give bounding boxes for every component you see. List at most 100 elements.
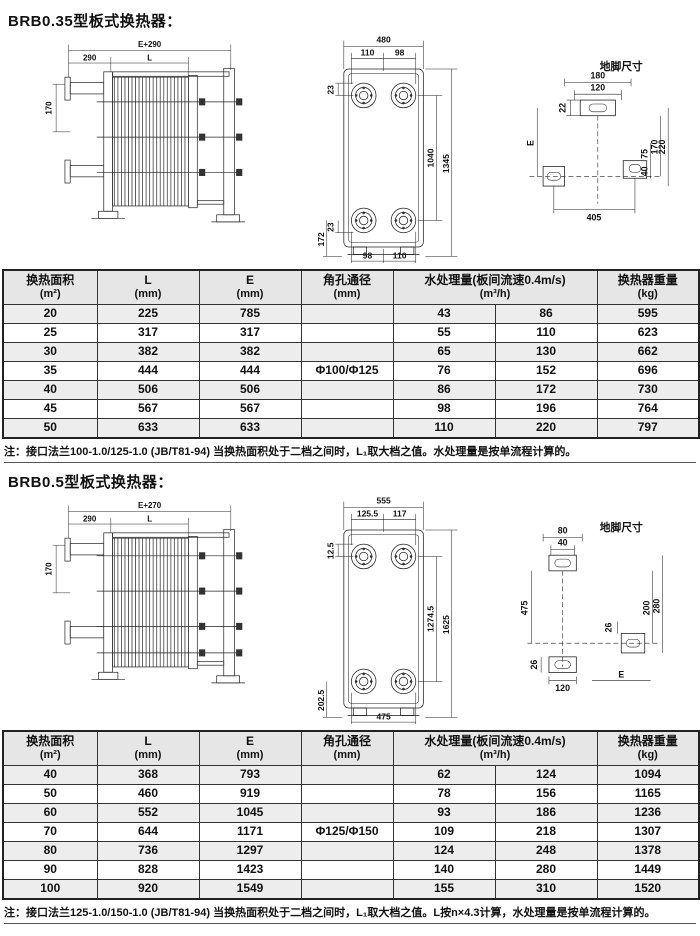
- cell-w2: 130: [494, 341, 598, 362]
- cell-w1: 109: [392, 821, 496, 842]
- note-brb05: 注：接口法兰125-1.0/150-1.0 (JB/T81-94) 当换热面积处…: [4, 904, 696, 924]
- cell-l: 552: [96, 802, 200, 823]
- cell-l: 567: [96, 398, 200, 419]
- cell-weight: 1449: [596, 859, 700, 880]
- cell-weight: 662: [596, 341, 700, 362]
- table-row: 50 633 633 110 220 797: [2, 417, 700, 439]
- cell-weight: 797: [596, 417, 700, 439]
- dim-label-180: 180: [590, 71, 605, 81]
- dim-label-overall: E+270: [138, 501, 162, 510]
- dim-label-220: 220: [657, 140, 667, 155]
- cell-area: 40: [2, 379, 98, 400]
- port-bottom-left: [351, 207, 377, 234]
- dim-label-120: 120: [590, 82, 605, 92]
- foot-dims-drawing: 地脚尺寸 80 40 26: [519, 521, 663, 693]
- dim-label-22: 22: [558, 103, 568, 113]
- col-header-unit: (mm): [134, 748, 162, 761]
- dim-label-L: L: [147, 53, 152, 62]
- col-header-port: 角孔通径(mm): [300, 730, 394, 766]
- cell-w1: 155: [392, 878, 496, 899]
- cell-area: 90: [2, 859, 98, 880]
- cell-w1: 43: [392, 303, 496, 324]
- dim-label-12-5: 12.5: [325, 542, 335, 559]
- dim-label-170f: 170: [649, 140, 659, 155]
- cell-w2: 310: [494, 878, 598, 899]
- header-row: 换热面积(m²) L(mm) E(mm) 角孔通径(mm) 水处理量(板间流速0…: [2, 730, 700, 766]
- cell-area: 60: [2, 802, 98, 823]
- dimension-lines: [527, 533, 663, 684]
- table-row: 80 736 1297 124 248 1378: [2, 840, 700, 861]
- cell-weight: 696: [596, 360, 700, 381]
- col-header-area: 换热面积(m²): [2, 269, 98, 305]
- dim-label-40: 40: [558, 537, 568, 547]
- col-header-unit: (mm): [236, 288, 264, 300]
- cell-l: 225: [96, 303, 200, 324]
- anchor-pads: [548, 554, 646, 673]
- cell-port: [300, 878, 394, 899]
- foot-dims-title: 地脚尺寸: [600, 521, 643, 534]
- col-header-port: 角孔通径(mm): [300, 269, 394, 305]
- cell-weight: 623: [596, 322, 700, 343]
- col-header-label: L: [144, 733, 152, 748]
- cell-w2: 218: [494, 821, 598, 842]
- front-view-drawing: 555 125.5 117 12.5 1274.5 1625 202.5 475: [316, 495, 458, 724]
- col-header-l: L(mm): [96, 730, 200, 766]
- cell-e: 382: [198, 341, 302, 362]
- cell-port: [300, 379, 394, 400]
- port-bottom-right: [390, 668, 417, 694]
- cell-port-value: Φ125/Φ150: [300, 821, 394, 842]
- cell-port: [300, 783, 394, 804]
- cell-area: 80: [2, 840, 98, 861]
- dim-label-98b: 98: [363, 250, 373, 260]
- cell-weight: 1378: [596, 840, 700, 861]
- dim-label-1345: 1345: [441, 154, 451, 173]
- col-header-unit: (m²): [39, 748, 61, 761]
- cell-weight: 730: [596, 379, 700, 400]
- cell-e: 567: [198, 398, 302, 419]
- cell-port: [300, 859, 394, 880]
- cell-port: [300, 341, 394, 362]
- cell-e: 785: [198, 303, 302, 324]
- table-row: 25 317 317 55 110 623: [2, 322, 700, 343]
- cell-w1: 76: [392, 360, 496, 381]
- dim-label-120: 120: [555, 683, 570, 693]
- col-header-unit: (kg): [637, 288, 658, 300]
- cell-area: 100: [2, 878, 98, 899]
- col-header-unit: (m³/h): [479, 748, 511, 761]
- port-top-right: [390, 82, 417, 109]
- dim-label-172: 172: [316, 232, 326, 246]
- cell-w2: 110: [494, 322, 598, 343]
- anchor-pads: [542, 99, 648, 187]
- frame-plate: [343, 68, 424, 255]
- dim-label-475f: 475: [519, 600, 529, 615]
- cell-area: 50: [2, 783, 98, 804]
- col-header-weight: 换热器重量(kg): [596, 269, 700, 305]
- col-header-label: 换热面积: [26, 273, 75, 287]
- cell-area: 35: [2, 360, 98, 381]
- dimension-lines: [322, 501, 458, 724]
- dimension-lines: [52, 44, 232, 133]
- col-header-label: 角孔通径: [322, 733, 371, 748]
- cell-l: 506: [96, 379, 200, 400]
- cell-w2: 220: [494, 417, 598, 439]
- cell-area: 20: [2, 303, 98, 324]
- port-top-left: [351, 543, 377, 569]
- dim-label-110b: 110: [393, 250, 407, 260]
- table-row: 50 460 919 78 156 1165: [2, 783, 700, 804]
- dim-label-1274-5: 1274.5: [426, 605, 436, 631]
- table-row: 70 644 1171 Φ125/Φ150 109 218 1307: [2, 821, 700, 842]
- dim-label-555: 555: [376, 495, 390, 505]
- dim-label-23-top: 23: [325, 85, 335, 95]
- cell-w2: 196: [494, 398, 598, 419]
- dimension-lines: [52, 505, 232, 593]
- table-row: 40 368 793 62 124 1094: [2, 764, 700, 785]
- dim-label-202-5: 202.5: [316, 689, 326, 711]
- cell-w2: 248: [494, 840, 598, 861]
- cell-weight: 764: [596, 398, 700, 419]
- drawings-brb035: E+290 290 L 170: [2, 33, 698, 264]
- cell-e: 1171: [198, 821, 302, 842]
- col-header-label: 水处理量(板间流速0.4m/s): [424, 733, 566, 748]
- cell-e: 1045: [198, 802, 302, 823]
- dim-label-125-5: 125.5: [357, 508, 379, 518]
- col-header-weight: 换热器重量(kg): [596, 730, 700, 766]
